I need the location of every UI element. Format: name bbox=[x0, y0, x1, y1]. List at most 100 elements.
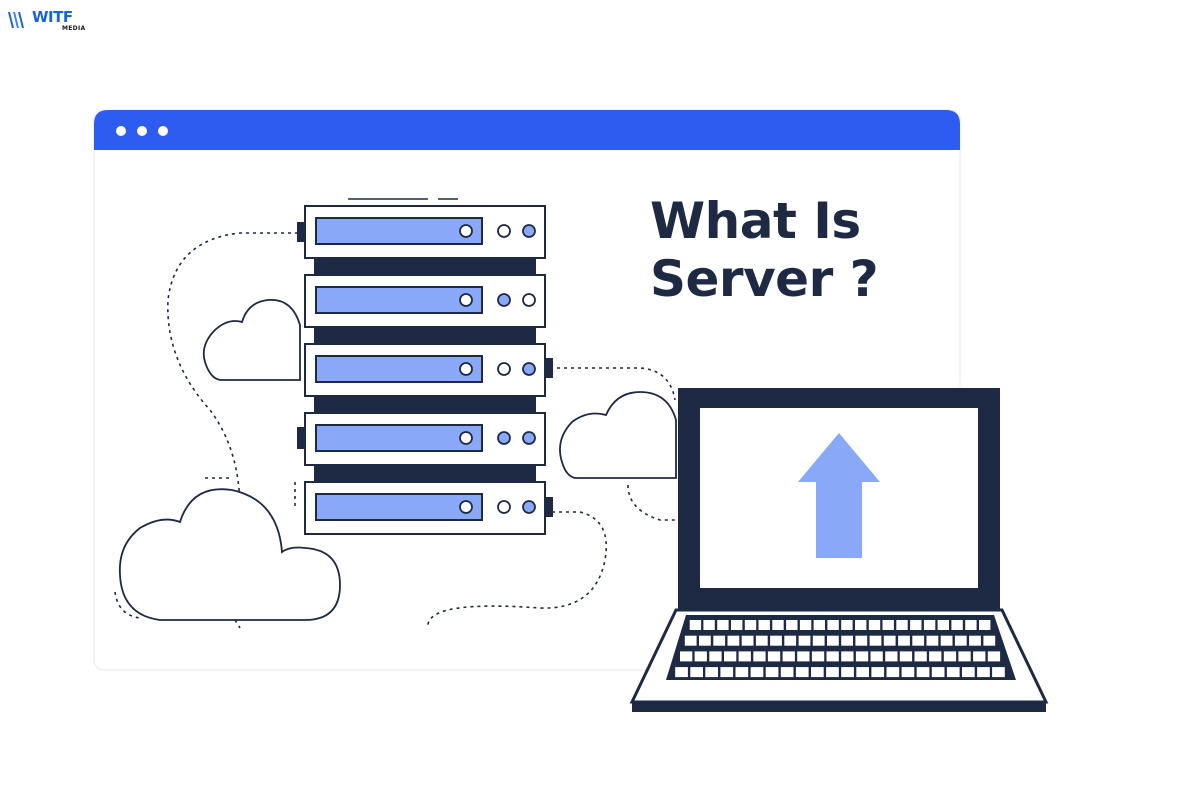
keyboard-key bbox=[699, 635, 711, 646]
laptop-icon bbox=[629, 388, 1049, 712]
keyboard-key bbox=[770, 635, 782, 646]
keyboard-key bbox=[713, 635, 726, 646]
server-unit bbox=[304, 481, 553, 535]
logo-mark-icon bbox=[8, 12, 24, 28]
keyboard-key bbox=[992, 667, 1005, 678]
keyboard-key bbox=[772, 620, 784, 630]
keyboard-key bbox=[882, 620, 894, 630]
keyboard-key bbox=[962, 667, 975, 678]
page-title: What Is Server ? bbox=[650, 192, 910, 308]
keyboard-key bbox=[813, 620, 825, 630]
keyboard-key bbox=[869, 635, 882, 646]
browser-title-bar bbox=[94, 110, 960, 150]
keyboard-key bbox=[841, 620, 853, 630]
keyboard-key bbox=[731, 620, 743, 630]
keyboard-key bbox=[750, 667, 764, 678]
keyboard-key bbox=[954, 635, 967, 646]
keyboard-key bbox=[841, 651, 854, 662]
keyboard-key bbox=[705, 667, 718, 678]
keyboard-key bbox=[703, 620, 715, 630]
keyboard-key bbox=[983, 635, 996, 646]
keyboard-key bbox=[914, 651, 927, 662]
keyboard-key bbox=[724, 651, 737, 662]
keyboard-key bbox=[871, 667, 885, 678]
logo-wordmark: WITF bbox=[32, 8, 73, 26]
cloud-icon bbox=[559, 391, 677, 479]
title-line-2: Server ? bbox=[650, 250, 879, 308]
keyboard-key bbox=[926, 635, 939, 646]
keyboard-key bbox=[680, 651, 693, 662]
cloud-icon bbox=[202, 299, 301, 381]
keyboard-key bbox=[901, 667, 915, 678]
connection-lines bbox=[114, 232, 678, 629]
keyboard-key bbox=[812, 635, 825, 646]
keyboard-key bbox=[758, 620, 770, 630]
keyboard-key bbox=[675, 667, 688, 678]
keyboard-key bbox=[765, 667, 779, 678]
keyboard-key bbox=[973, 651, 986, 662]
keyboard-key bbox=[979, 620, 991, 630]
keyboard-key bbox=[744, 620, 757, 630]
keyboard-key bbox=[797, 651, 810, 662]
keyboard-key bbox=[987, 651, 1001, 662]
keyboard-key bbox=[931, 667, 945, 678]
keyboard-key bbox=[841, 667, 854, 678]
keyboard-key bbox=[826, 651, 839, 662]
keyboard-key bbox=[855, 620, 867, 630]
keyboard-key bbox=[896, 620, 908, 630]
keyboard-key bbox=[940, 635, 953, 646]
keyboard-key bbox=[899, 651, 913, 662]
keyboard-key bbox=[694, 651, 707, 662]
keyboard-key bbox=[753, 651, 766, 662]
keyboard-key bbox=[870, 651, 883, 662]
keyboard-key bbox=[799, 620, 812, 630]
keyboard-key bbox=[727, 635, 740, 646]
keyboard-key bbox=[923, 620, 936, 630]
keyboard-key bbox=[709, 651, 722, 662]
keyboard-key bbox=[755, 635, 768, 646]
laptop-keyboard bbox=[666, 615, 1016, 680]
keyboard-key bbox=[767, 651, 781, 662]
server-unit bbox=[297, 412, 546, 466]
keyboard-key bbox=[689, 620, 702, 630]
brand-logo: WITF MEDIA bbox=[6, 8, 86, 34]
keyboard-key bbox=[811, 651, 825, 662]
keyboard-key bbox=[786, 620, 798, 630]
window-dots-icon bbox=[116, 126, 168, 136]
keyboard-key bbox=[898, 635, 910, 646]
server-rack-icon bbox=[297, 198, 553, 535]
logo-subtitle: MEDIA bbox=[62, 25, 86, 32]
keyboard-key bbox=[684, 635, 697, 646]
keyboard-key bbox=[720, 667, 734, 678]
keyboard-key bbox=[741, 635, 754, 646]
keyboard-key bbox=[951, 620, 963, 630]
keyboard-key bbox=[738, 651, 751, 662]
keyboard-key bbox=[883, 635, 896, 646]
keyboard-key bbox=[811, 667, 824, 678]
server-unit bbox=[304, 343, 553, 397]
keyboard-key bbox=[780, 667, 794, 678]
keyboard-key bbox=[958, 651, 971, 662]
keyboard-key bbox=[886, 667, 900, 678]
cloud-icon bbox=[118, 488, 341, 621]
keyboard-key bbox=[735, 667, 749, 678]
keyboard-key bbox=[795, 667, 809, 678]
keyboard-key bbox=[885, 651, 898, 662]
keyboard-key bbox=[841, 635, 853, 646]
keyboard-key bbox=[856, 667, 869, 678]
keyboard-key bbox=[855, 635, 868, 646]
keyboard-key bbox=[827, 620, 839, 630]
keyboard-key bbox=[798, 635, 811, 646]
keyboard-key bbox=[826, 667, 839, 678]
keyboard-key bbox=[717, 620, 729, 630]
keyboard-key bbox=[965, 620, 977, 630]
title-line-1: What Is bbox=[650, 192, 861, 250]
keyboard-key bbox=[782, 651, 795, 662]
keyboard-key bbox=[977, 667, 990, 678]
keyboard-key bbox=[868, 620, 881, 630]
server-unit bbox=[304, 274, 546, 328]
keyboard-key bbox=[943, 651, 957, 662]
keyboard-key bbox=[912, 635, 925, 646]
